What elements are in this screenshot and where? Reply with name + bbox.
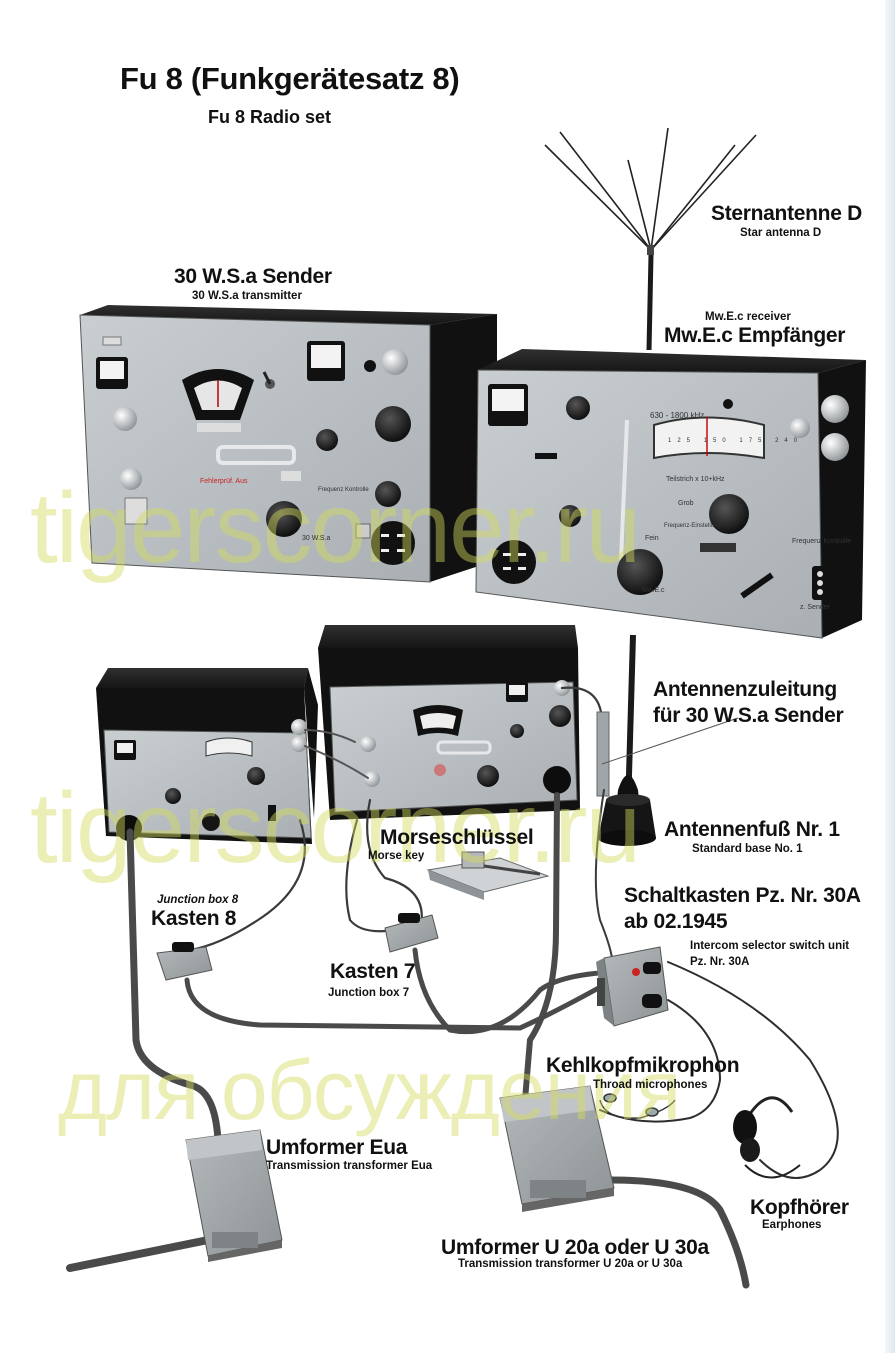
label-kehlkopf-en: Throad microphones (593, 1079, 708, 1091)
junction-box-7 (384, 913, 439, 953)
label-sternantenne-de: Sternantenne D (711, 202, 862, 225)
label-umformer-u20-en: Transmission transformer U 20a or U 30a (458, 1258, 683, 1270)
label-schaltkasten-en2: Pz. Nr. 30A (690, 956, 750, 968)
label-kopfhoerer-en: Earphones (762, 1219, 822, 1231)
label-sender-en: 30 W.S.a transmitter (192, 290, 302, 302)
label-sender-de: 30 W.S.a Sender (174, 265, 332, 288)
label-umformer-eua-de: Umformer Eua (266, 1136, 408, 1159)
junction-box-8 (156, 942, 213, 981)
page-subtitle: Fu 8 Radio set (208, 107, 332, 127)
label-morse-en: Morse key (368, 850, 425, 862)
receiver-grob-text: Grob (678, 500, 694, 507)
label-kasten7-en: Junction box 7 (328, 987, 410, 999)
intercom-switch-unit (596, 946, 669, 1027)
label-kehlkopf-de: Kehlkopfmikrophon (546, 1054, 740, 1077)
watermark-bottom: для обсуждения (58, 1043, 681, 1137)
receiver-scale-0: 125 (668, 438, 697, 444)
label-kopfhoerer-de: Kopfhörer (750, 1196, 849, 1219)
throat-microphone (599, 1093, 676, 1119)
receiver-zsender-text: z. Sender (800, 604, 830, 611)
label-kasten8-en: Junction box 8 (157, 894, 239, 906)
watermark-middle: tigerscorner.ru (30, 772, 641, 884)
label-morse-de: Morseschlüssel (380, 826, 534, 849)
junction-receiver-small (96, 668, 318, 844)
receiver-kontrolle-text: Frequenz Kontrolle (792, 538, 852, 545)
page-edge (885, 0, 895, 1353)
receiver-unit (475, 349, 866, 639)
page-title: Fu 8 (Funkgerätesatz 8) (120, 61, 460, 96)
label-empfaenger-en: Mw.E.c receiver (705, 311, 791, 323)
cables (66, 686, 839, 1289)
antenna-plugs (291, 680, 570, 787)
label-umformer-eua-en: Transmission transformer Eua (266, 1160, 433, 1172)
label-sternantenne-en: Star antenna D (740, 227, 822, 239)
label-kasten8-de: Kasten 8 (151, 907, 237, 930)
label-antennenzuleitung-2: für 30 W.S.a Sender (653, 704, 844, 727)
transmitter-kontrolle-text: Frequenz Kontrolle (318, 487, 369, 493)
label-antennenfuss-en: Standard base No. 1 (692, 843, 803, 855)
receiver-band-text: 630 - 1800 kHz (650, 411, 705, 420)
label-empfaenger-de: Mw.E.c Empfänger (664, 324, 846, 347)
label-antennenzuleitung-1: Antennenzuleitung (653, 678, 837, 701)
receiver-scale-3: 240 (775, 438, 804, 444)
transmitter-plate-text: Fehlerprüf. Aus (200, 478, 248, 485)
earphones (733, 1096, 801, 1179)
watermark-top: tigerscorner.ru (30, 472, 641, 584)
receiver-fein-text: Fein (645, 535, 659, 542)
receiver-freq-text: Frequenz-Einstellung (664, 523, 721, 529)
receiver-model-text: Mw.E.c (642, 587, 665, 594)
receiver-scale-1: 150 (703, 438, 732, 444)
transmitter-model-text: 30 W.S.a (302, 535, 331, 542)
receiver-scale-2: 175 (739, 438, 768, 444)
transformer-u20a (499, 1085, 615, 1212)
junction-transmitter-small (318, 625, 580, 820)
morse-key (426, 851, 550, 900)
label-antennenfuss-de: Antennenfuß Nr. 1 (664, 818, 840, 841)
receiver-scale-row: 125 150 175 240 (668, 438, 803, 445)
label-schaltkasten-1: Schaltkasten Pz. Nr. 30A (624, 884, 861, 907)
antenna-base (598, 794, 656, 846)
pointer-lines (601, 717, 739, 765)
receiver-teil-text: Teilstrich x 10+kHz (666, 476, 725, 483)
label-schaltkasten-en1: Intercom selector switch unit (690, 940, 850, 952)
label-umformer-u20-de: Umformer U 20a oder U 30a (441, 1236, 709, 1259)
transformer-eua (185, 1129, 283, 1262)
label-kasten7-de: Kasten 7 (330, 960, 416, 983)
label-schaltkasten-2: ab 02.1945 (624, 910, 728, 933)
